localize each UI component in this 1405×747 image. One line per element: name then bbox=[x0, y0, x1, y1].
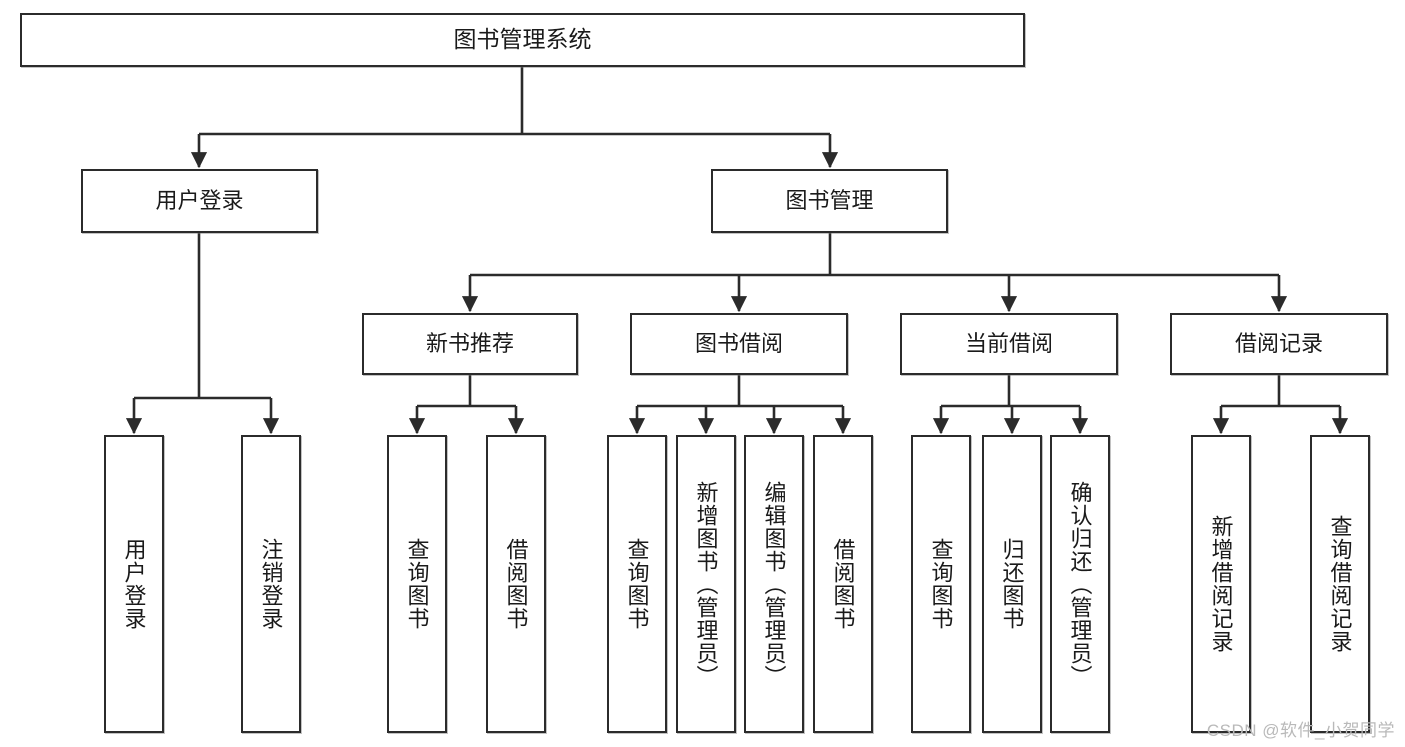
leaf-add-book-admin[interactable]: 新增图书（管理员） bbox=[676, 435, 736, 733]
leaf-edit-book-admin-label: 编辑图书（管理员） bbox=[761, 480, 787, 688]
leaf-query-book-current[interactable]: 查询图书 bbox=[911, 435, 971, 733]
leaf-confirm-return-admin[interactable]: 确认归还（管理员） bbox=[1050, 435, 1110, 733]
node-root-system-label: 图书管理系统 bbox=[453, 26, 592, 53]
leaf-edit-book-admin[interactable]: 编辑图书（管理员） bbox=[744, 435, 804, 733]
node-new-book-recommend[interactable]: 新书推荐 bbox=[362, 313, 578, 375]
leaf-query-book-new-label: 查询图书 bbox=[404, 538, 430, 630]
node-book-borrowing-label: 图书借阅 bbox=[694, 331, 783, 357]
leaf-query-book-current-label: 查询图书 bbox=[928, 538, 954, 630]
leaf-return-book[interactable]: 归还图书 bbox=[982, 435, 1042, 733]
node-current-borrowing[interactable]: 当前借阅 bbox=[900, 313, 1118, 375]
leaf-query-book-borrowing[interactable]: 查询图书 bbox=[607, 435, 667, 733]
node-new-book-recommend-label: 新书推荐 bbox=[425, 331, 514, 357]
node-book-management-label: 图书管理 bbox=[785, 188, 874, 214]
leaf-return-book-label: 归还图书 bbox=[999, 538, 1025, 630]
leaf-add-book-admin-label: 新增图书（管理员） bbox=[693, 480, 719, 688]
watermark: CSDN @软件_小贺同学 bbox=[1206, 721, 1395, 740]
leaf-lend-book[interactable]: 借阅图书 bbox=[813, 435, 873, 733]
leaf-user-login[interactable]: 用户登录 bbox=[104, 435, 164, 733]
node-borrow-records-label: 借阅记录 bbox=[1234, 331, 1323, 357]
leaf-query-borrow-record[interactable]: 查询借阅记录 bbox=[1310, 435, 1370, 733]
leaf-query-book-borrowing-label: 查询图书 bbox=[624, 538, 650, 630]
leaf-add-borrow-record-label: 新增借阅记录 bbox=[1208, 515, 1234, 653]
leaf-lend-book-label: 借阅图书 bbox=[830, 538, 856, 630]
node-user-login[interactable]: 用户登录 bbox=[81, 169, 318, 233]
leaf-user-login-label: 用户登录 bbox=[121, 538, 147, 630]
leaf-query-borrow-record-label: 查询借阅记录 bbox=[1327, 515, 1353, 653]
node-book-borrowing[interactable]: 图书借阅 bbox=[630, 313, 848, 375]
node-current-borrowing-label: 当前借阅 bbox=[964, 331, 1053, 357]
node-user-login-label: 用户登录 bbox=[155, 188, 244, 214]
leaf-borrow-book-new-label: 借阅图书 bbox=[503, 538, 529, 630]
leaf-borrow-book-new[interactable]: 借阅图书 bbox=[486, 435, 546, 733]
leaf-user-logout-label: 注销登录 bbox=[258, 538, 284, 630]
node-book-management[interactable]: 图书管理 bbox=[711, 169, 948, 233]
leaf-query-book-new[interactable]: 查询图书 bbox=[387, 435, 447, 733]
leaf-add-borrow-record[interactable]: 新增借阅记录 bbox=[1191, 435, 1251, 733]
node-root-system[interactable]: 图书管理系统 bbox=[20, 13, 1025, 67]
leaf-confirm-return-admin-label: 确认归还（管理员） bbox=[1067, 480, 1093, 688]
leaf-user-logout[interactable]: 注销登录 bbox=[241, 435, 301, 733]
node-borrow-records[interactable]: 借阅记录 bbox=[1170, 313, 1388, 375]
